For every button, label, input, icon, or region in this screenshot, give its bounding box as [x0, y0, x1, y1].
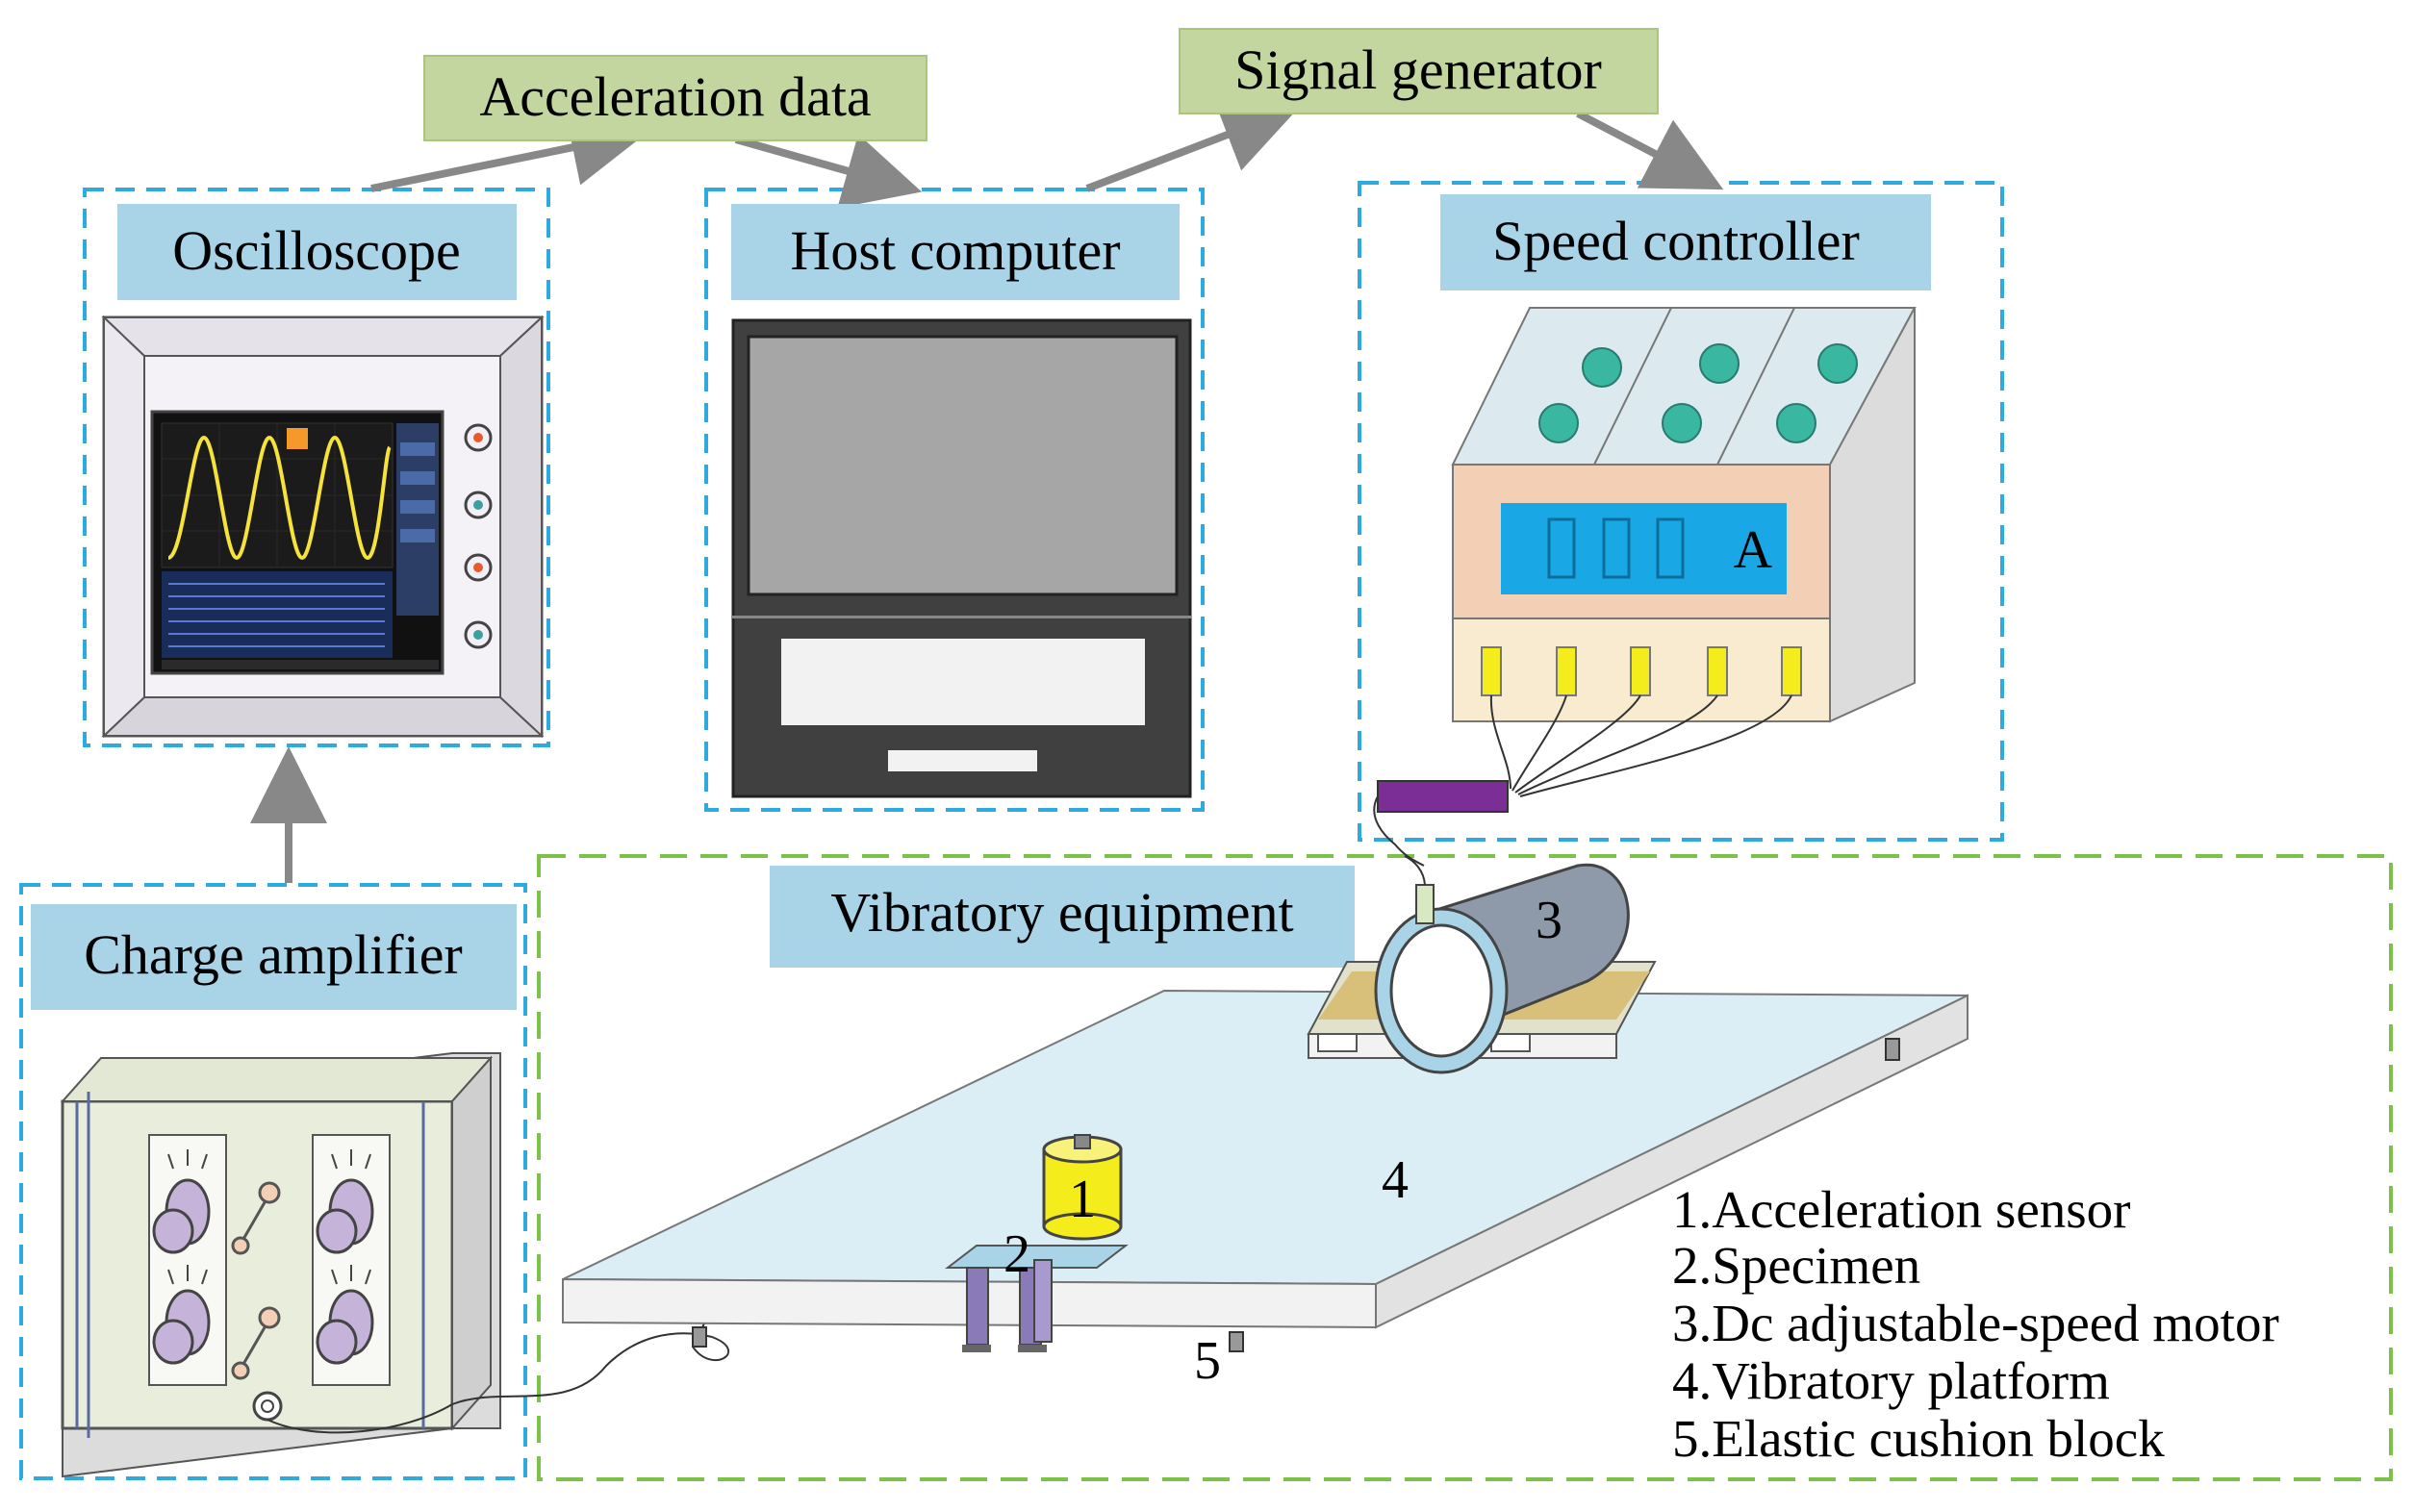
vibratory-equipment-label: Vibratory equipment — [770, 866, 1355, 968]
arrow-oscilloscope-to-acceleration-data — [370, 110, 648, 192]
svg-text:Signal generator: Signal generator — [1234, 38, 1602, 101]
speed-controller-device: A — [1373, 307, 1917, 867]
legend-item-3: 3.Dc adjustable-speed motor — [1672, 1294, 2279, 1352]
oscilloscope-waveform — [166, 435, 392, 561]
oscilloscope-label: Oscilloscope — [117, 204, 517, 300]
host-computer-label: Host computer — [731, 204, 1180, 300]
flow-arrows — [250, 98, 1724, 883]
host-computer-screen — [747, 335, 1179, 596]
marker-4: 4 — [1382, 1150, 1409, 1210]
speed-controller-buttons — [1538, 343, 1858, 443]
arrow-host-to-signal-generator — [1085, 98, 1300, 192]
marker-1: 1 — [1069, 1170, 1096, 1229]
host-computer-group-box — [704, 188, 1205, 812]
controller-cable-plug — [1377, 780, 1509, 813]
marker-3: 3 — [1536, 891, 1562, 950]
svg-text:Speed controller: Speed controller — [1492, 210, 1860, 272]
oscilloscope-device — [101, 315, 545, 739]
controller-wires — [1489, 694, 1792, 797]
host-keyboard — [781, 639, 1145, 725]
signal-generator-label: Signal generator — [1179, 28, 1659, 114]
marker-2: 2 — [1003, 1224, 1030, 1284]
vibratory-equipment-group-box — [537, 854, 2393, 1481]
charge-amplifier-group-box — [19, 883, 527, 1480]
dc-motor — [1307, 855, 1657, 1074]
svg-text:Vibratory equipment: Vibratory equipment — [830, 881, 1293, 944]
legend: 1.Acceleration sensor 2.Specimen 3.Dc ad… — [1672, 1180, 2279, 1468]
oscilloscope-knobs — [464, 423, 493, 649]
oscilloscope-group-box — [83, 188, 550, 747]
marker-5: 5 — [1194, 1331, 1221, 1391]
legend-item-1: 1.Acceleration sensor — [1672, 1180, 2130, 1239]
legend-item-4: 4.Vibratory platform — [1672, 1351, 2110, 1410]
marker-5-group: 5 — [1194, 1331, 1221, 1391]
legend-item-2: 2.Specimen — [1672, 1236, 1920, 1295]
svg-text:Host computer: Host computer — [790, 219, 1120, 282]
charge-amplifier-device — [60, 1052, 501, 1478]
amplifier-switches — [231, 1181, 281, 1380]
elastic-cushion-blocks — [692, 1038, 1900, 1352]
charge-amplifier-label: Charge amplifier — [31, 904, 517, 1010]
acceleration-sensor — [1042, 1134, 1123, 1241]
svg-text:Charge amplifier: Charge amplifier — [84, 923, 463, 986]
arrow-acceleration-data-to-host — [734, 134, 923, 209]
svg-text:Acceleration data: Acceleration data — [479, 65, 871, 128]
acceleration-data-label: Acceleration data — [423, 55, 927, 141]
speed-controller-label: Speed controller — [1440, 194, 1931, 290]
display-letter: A — [1734, 520, 1773, 580]
arrow-signal-generator-to-speed-controller — [1576, 110, 1724, 190]
vibratory-platform — [562, 989, 1968, 1352]
host-computer-device — [731, 318, 1192, 798]
svg-text:Oscilloscope: Oscilloscope — [172, 219, 461, 282]
specimen — [945, 1245, 1129, 1352]
amplifier-knobs — [152, 1178, 374, 1365]
legend-item-5: 5.Elastic cushion block — [1672, 1409, 2165, 1468]
host-touchpad — [888, 750, 1037, 771]
amplifier-input-port — [252, 1391, 283, 1422]
